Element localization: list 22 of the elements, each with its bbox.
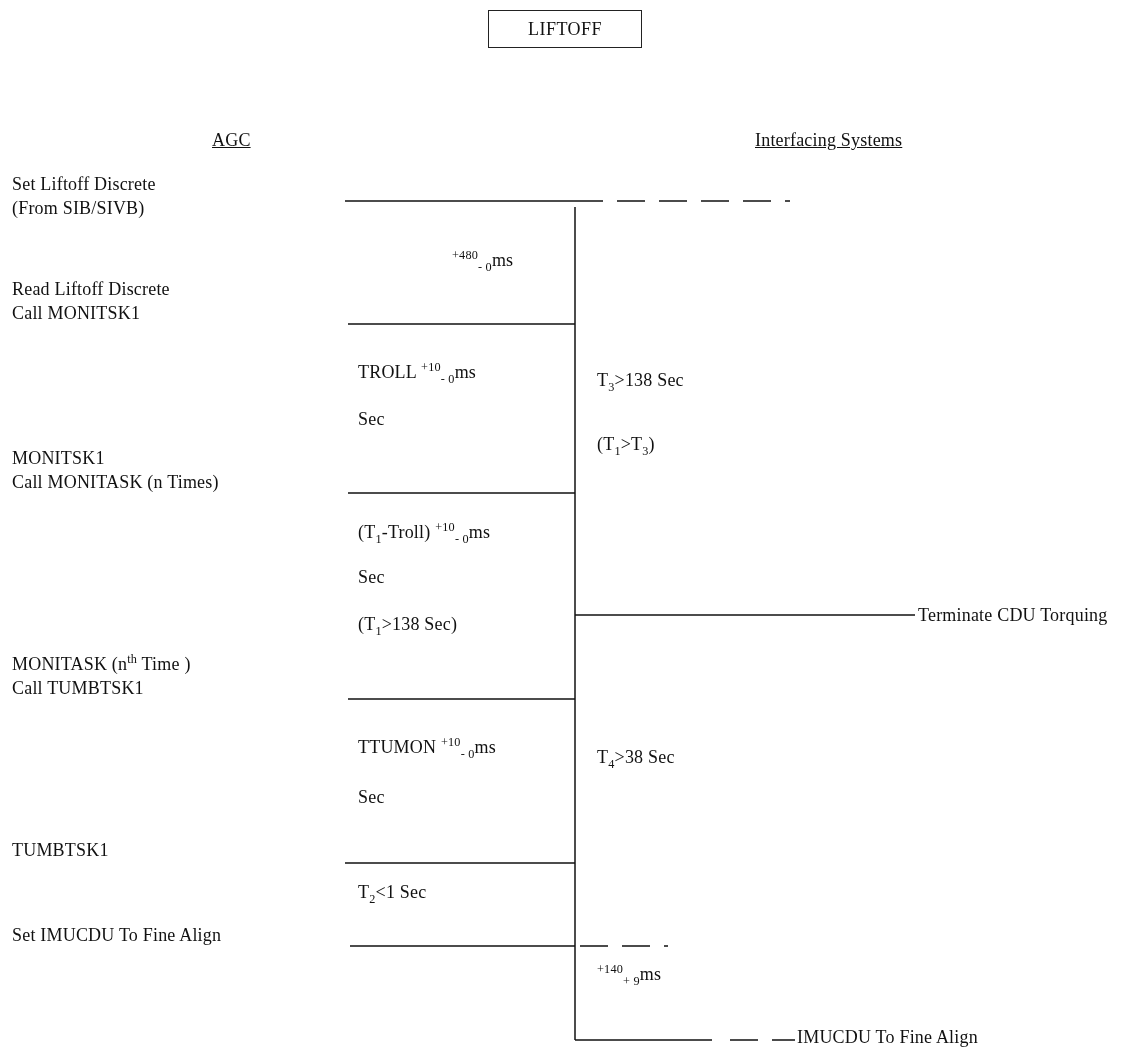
timing-label: TROLL $^{+10}$$_{- 0}$ms bbox=[358, 360, 477, 384]
timing-label: (T$_{1}$-Troll) $^{+10}$$_{- 0}$ms bbox=[358, 520, 491, 544]
event-box: LIFTOFF bbox=[488, 10, 642, 48]
timing-label: T$_{2}$<1 Sec bbox=[358, 881, 427, 904]
event-label: Read Liftoff Discrete Call MONITSK1 bbox=[12, 278, 170, 325]
condition-label: (T$_{1}$>T$_{3}$) bbox=[597, 433, 655, 456]
unit-label: Sec bbox=[358, 566, 385, 589]
unit-label: Sec bbox=[358, 786, 385, 809]
condition-label: (T$_{1}$>138 Sec) bbox=[358, 613, 458, 636]
event-label: MONITSK1 Call MONITASK (n Times) bbox=[12, 447, 219, 494]
unit-label: Sec bbox=[358, 408, 385, 431]
event-label: Set IMUCDU To Fine Align bbox=[12, 924, 222, 947]
timing-label: T$_{4}$>38 Sec bbox=[597, 746, 675, 769]
event-label: Terminate CDU Torquing bbox=[918, 604, 1108, 627]
column-heading: Interfacing Systems bbox=[755, 129, 903, 152]
event-label: TUMBTSK1 bbox=[12, 839, 109, 862]
event-label: MONITASK (n$^{th}$ Time ) Call TUMBTSK1 bbox=[12, 652, 191, 700]
timing-label: T$_{3}$>138 Sec bbox=[597, 369, 684, 392]
event-label: Set Liftoff Discrete (From SIB/SIVB) bbox=[12, 173, 156, 220]
column-heading: AGC bbox=[212, 129, 251, 152]
timing-label: TTUMON $^{+10}$$_{- 0}$ms bbox=[358, 735, 496, 759]
event-label: IMUCDU To Fine Align bbox=[797, 1026, 978, 1049]
